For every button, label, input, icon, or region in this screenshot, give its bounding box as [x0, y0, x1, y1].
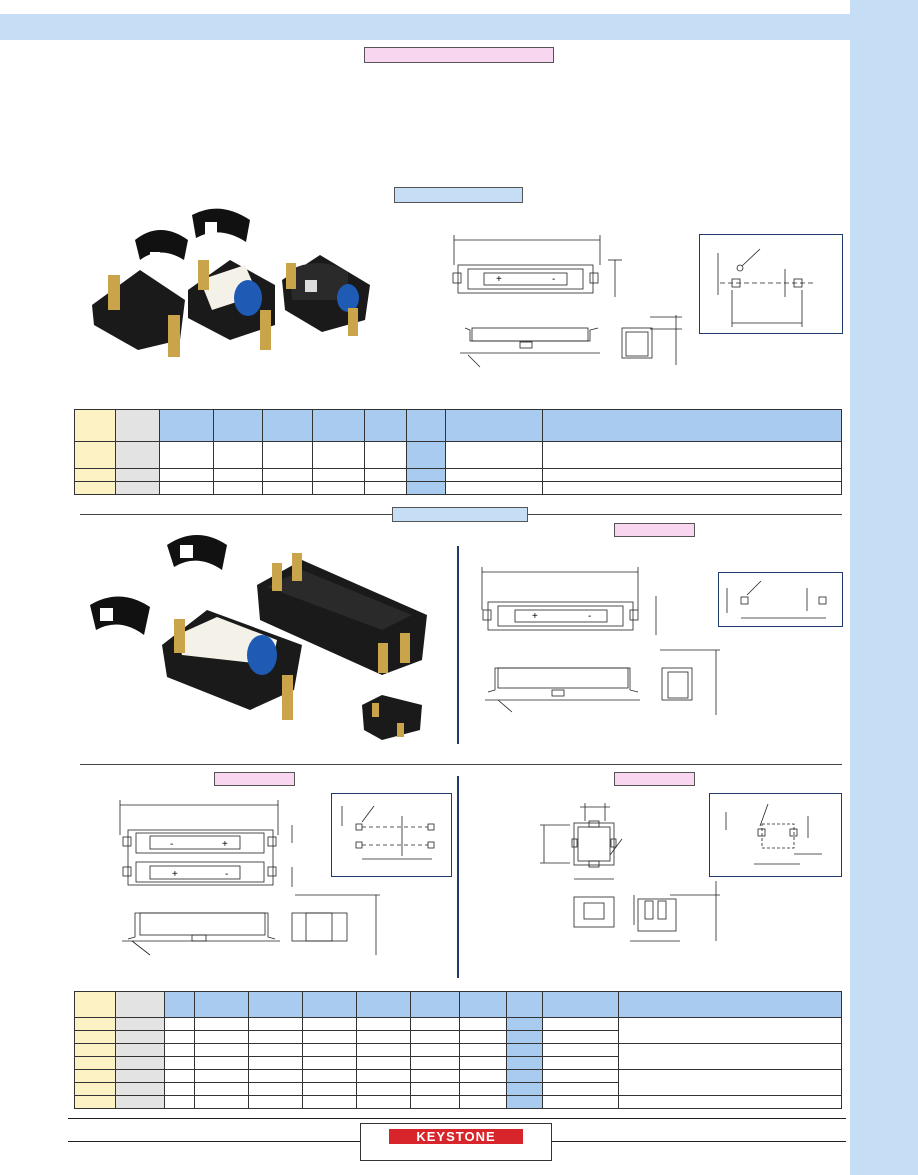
sub-model-label-a	[614, 523, 695, 537]
section-1-spec-table	[74, 409, 842, 495]
section-3-dimension-drawing-coin	[540, 803, 720, 942]
table-row	[74, 1043, 842, 1070]
section-2-label	[392, 507, 528, 522]
right-side-band	[850, 0, 918, 1175]
polarity-plus-label: +	[532, 611, 538, 622]
polarity-minus-label: -	[552, 274, 555, 285]
section-2-product-photo	[90, 535, 427, 740]
table-row	[74, 1017, 842, 1044]
table-row	[74, 1082, 842, 1096]
section-1-pcb-footprint-box	[699, 234, 843, 334]
polarity-minus-label: -	[588, 611, 591, 622]
sub-model-label-c	[614, 772, 695, 786]
top-band	[0, 14, 850, 40]
section-divider	[80, 764, 842, 765]
table-row	[74, 441, 842, 469]
table-row	[74, 468, 842, 482]
polarity-plus-label: +	[172, 869, 178, 880]
column-divider	[457, 546, 459, 744]
footer-rule-top	[68, 1118, 846, 1119]
polarity-plus-label: +	[496, 274, 502, 285]
section-3-pcb-footprint-box-c	[709, 793, 842, 877]
polarity-minus-label: -	[225, 869, 228, 880]
section-title-label	[364, 47, 554, 63]
section-1-label	[394, 187, 523, 203]
section-3-dimension-drawing-dual: - + + -	[119, 800, 380, 956]
section-2-pcb-footprint-box-a	[718, 572, 843, 627]
sub-model-label-b	[214, 772, 295, 786]
table-row	[74, 1069, 842, 1096]
keystone-logo: KEYSTONE	[389, 1129, 523, 1144]
section-1-product-photo	[92, 208, 370, 357]
section-2-dimension-drawing-a: + -	[481, 567, 720, 715]
section-1-dimension-drawing: + -	[452, 235, 682, 368]
table-row	[74, 1095, 842, 1109]
table-header-row	[74, 991, 842, 1018]
table-row	[74, 1030, 842, 1044]
section-2-spec-table	[74, 991, 842, 1109]
footer-logo-box: KEYSTONE	[360, 1123, 552, 1161]
polarity-plus-label: +	[222, 839, 228, 850]
section-3-pcb-footprint-box-b	[331, 793, 452, 877]
polarity-minus-label: -	[170, 839, 173, 850]
table-row	[74, 481, 842, 495]
column-divider	[457, 776, 459, 978]
table-header-row	[74, 409, 842, 442]
